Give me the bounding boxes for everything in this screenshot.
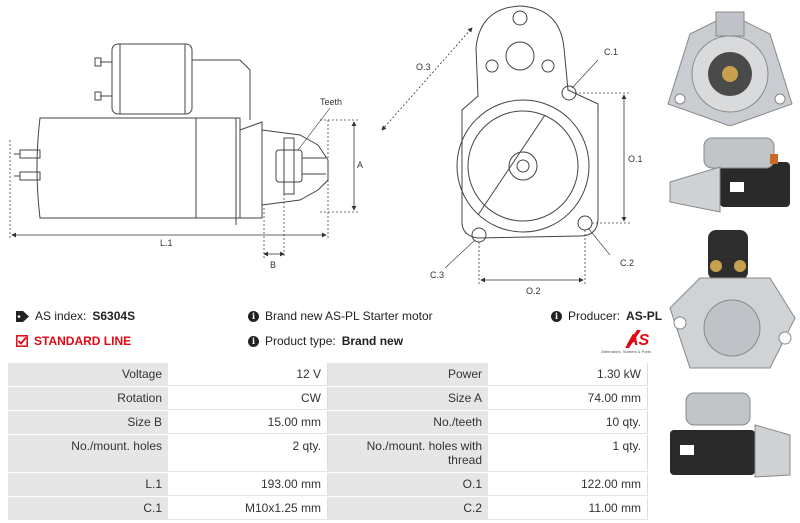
spec-value: 1 qty. — [488, 435, 648, 472]
technical-drawing: Teeth L.1 B A C.1 C.2 C.3 O.1 O.2 O.3 — [9, 5, 643, 296]
brand-new-text: Brand new AS-PL Starter motor — [265, 309, 433, 323]
spec-value: 74.00 mm — [488, 387, 648, 410]
teeth-label: Teeth — [320, 97, 342, 107]
as-logo-mark: AS — [625, 330, 650, 349]
producer-value: AS-PL — [626, 309, 663, 323]
spec-label: Power — [328, 363, 488, 386]
logo-text: AS — [626, 332, 650, 349]
spec-value: M10x1.25 mm — [168, 497, 328, 520]
spec-value: 193.00 mm — [168, 473, 328, 496]
standard-line-row: STANDARD LINE — [16, 334, 131, 348]
spec-label: No./teeth — [328, 411, 488, 434]
as-index-value: S6304S — [92, 309, 136, 323]
spec-label: C.2 — [328, 497, 488, 520]
producer-row: i Producer: AS-PL — [551, 309, 662, 323]
checkbox-checked-icon — [16, 335, 28, 347]
product-thumbnails — [660, 0, 800, 523]
spec-label: Voltage — [8, 363, 168, 386]
product-photo-side[interactable] — [660, 132, 800, 222]
spec-label: O.1 — [328, 473, 488, 496]
spec-label: L.1 — [8, 473, 168, 496]
a-dimension-label: A — [357, 160, 363, 170]
c1-label: C.1 — [604, 47, 618, 57]
standard-line-label: STANDARD LINE — [34, 334, 132, 348]
spec-value: 12 V — [168, 363, 328, 386]
c2-label: C.2 — [620, 258, 634, 268]
spec-value: 10 qty. — [488, 411, 648, 434]
product-photo-angle[interactable] — [660, 385, 800, 485]
b-dimension-label: B — [270, 260, 276, 270]
spec-label: No./mount. holes with thread — [328, 435, 488, 472]
spec-value: 15.00 mm — [168, 411, 328, 434]
spec-value: 2 qty. — [168, 435, 328, 472]
spec-label: Rotation — [8, 387, 168, 410]
tag-icon — [16, 310, 29, 322]
as-index-row: AS index: S6304S — [16, 309, 135, 323]
o3-dimension-label: O.3 — [416, 62, 431, 72]
spec-value: 1.30 kW — [488, 363, 648, 386]
spec-label: No./mount. holes — [8, 435, 168, 472]
as-pl-logo: AS Alternators, Starters & Parts — [585, 328, 651, 356]
spec-label: Size A — [328, 387, 488, 410]
info-icon: i — [551, 310, 562, 322]
l1-dimension-label: L.1 — [160, 238, 173, 248]
product-photo-front[interactable] — [660, 4, 800, 126]
spec-value: 11.00 mm — [488, 497, 648, 520]
c3-label: C.3 — [430, 270, 444, 280]
o1-dimension-label: O.1 — [628, 154, 643, 164]
spec-label: C.1 — [8, 497, 168, 520]
spec-value: 122.00 mm — [488, 473, 648, 496]
brand-new-row: i Brand new AS-PL Starter motor — [248, 309, 433, 323]
info-icon: i — [248, 310, 259, 322]
o2-dimension-label: O.2 — [526, 286, 541, 296]
logo-tagline: Alternators, Starters & Parts — [601, 349, 651, 354]
info-icon: i — [248, 335, 259, 347]
side-view-drawing — [14, 43, 329, 225]
product-type-value: Brand new — [341, 334, 404, 348]
product-photo-rear[interactable] — [660, 228, 800, 378]
product-type-label: Product type: — [265, 334, 336, 348]
as-index-label: AS index: — [35, 309, 87, 323]
front-view-drawing — [456, 5, 599, 243]
spec-value: CW — [168, 387, 328, 410]
producer-label: Producer: — [568, 309, 621, 323]
spec-label: Size B — [8, 411, 168, 434]
product-type-row: i Product type: Brand new — [248, 334, 403, 348]
